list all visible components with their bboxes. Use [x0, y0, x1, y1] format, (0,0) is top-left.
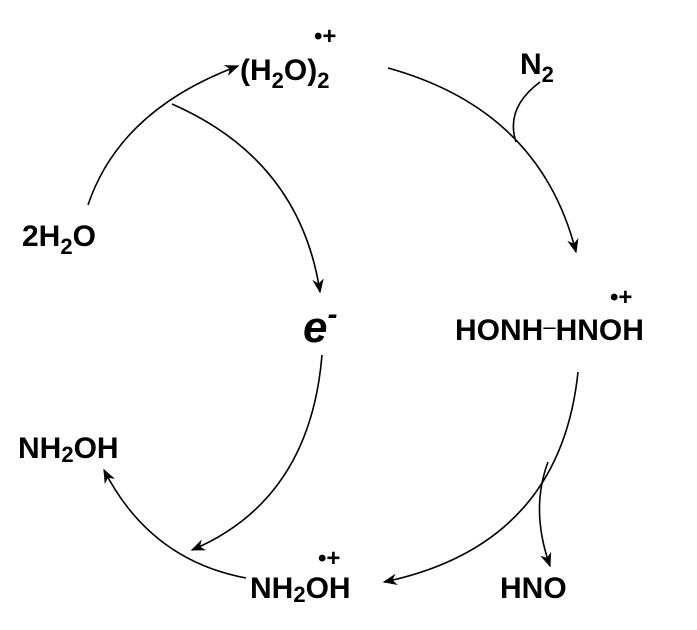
arrow-water-to-dimer [87, 65, 240, 206]
label-intermediate: HONH–HNOH [455, 314, 644, 347]
label-hydroxylamine: NH2OH [18, 432, 119, 467]
label-hydroxylamine-cation: NH2OH [250, 572, 351, 607]
charge-water-dimer: •+ [314, 23, 336, 50]
arrow-electron-to-cation [190, 354, 323, 551]
label-electron: e- [303, 298, 337, 352]
charge-intermediate: •+ [610, 284, 632, 311]
label-nitrogen: N2 [520, 48, 554, 87]
arrow-intermediate-to-cation [382, 371, 579, 585]
arrow-nitrogen-input [512, 81, 541, 143]
label-water-dimer-cation: (H2O)2 [240, 54, 329, 93]
charge-hydroxylamine-cation: •+ [318, 545, 340, 572]
arrow-branch-to-electron [171, 103, 324, 294]
label-water: 2H2O [22, 220, 96, 259]
label-nitroxyl: HNO [500, 572, 567, 605]
arrow-branch-to-hno [538, 461, 552, 568]
arrow-cation-to-hydroxylamine [103, 468, 247, 579]
arrow-dimer-to-intermediate [387, 67, 579, 254]
